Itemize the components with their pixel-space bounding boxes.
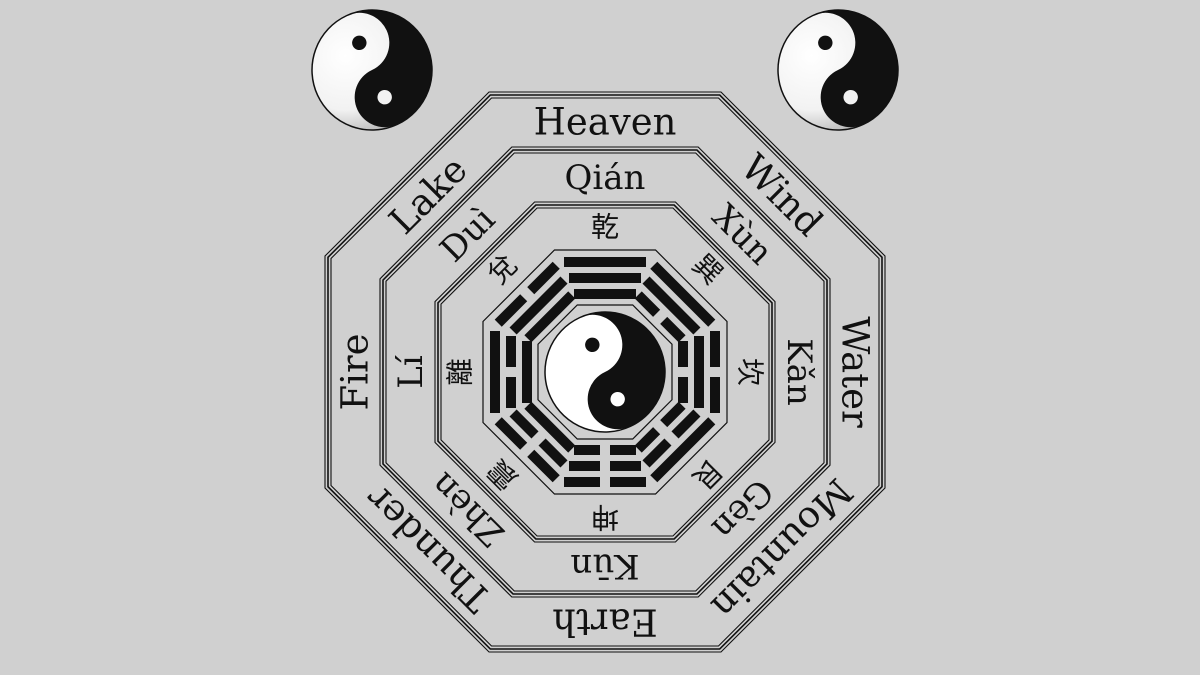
element-label: Heaven: [534, 101, 677, 144]
trigram-line-broken: [610, 477, 646, 487]
octagon-inner-line: [437, 204, 773, 540]
trigram-line-solid: [642, 276, 701, 335]
trigram-qian: [564, 257, 646, 299]
trigram-line-solid: [509, 276, 568, 335]
pinyin-label: Kūn: [570, 546, 639, 586]
trigram-line-broken: [634, 291, 661, 317]
trigram-line-broken: [710, 377, 720, 413]
yang-dot: [843, 89, 858, 105]
trigram-line-broken: [527, 449, 560, 483]
hanzi-label: 坎: [734, 358, 767, 386]
pinyin-label: Qián: [565, 158, 646, 198]
yin-dot: [352, 35, 367, 51]
trigram-line-broken: [494, 417, 528, 450]
octagon-outer-line: [330, 97, 880, 647]
element-label: Mountain: [703, 470, 861, 628]
trigram-dui: [494, 261, 576, 343]
yang-dot: [610, 391, 625, 407]
trigram-kun: [564, 445, 646, 487]
trigram-line-solid: [524, 291, 576, 343]
trigram-line-broken: [509, 409, 539, 439]
octagon-middle-line: [379, 146, 831, 598]
octagon-center-border: [537, 304, 673, 440]
yin-yang-center-icon: [544, 311, 666, 433]
trigram-zhen: [494, 401, 576, 483]
trigram-line-solid: [650, 417, 716, 483]
element-label: Earth: [552, 601, 657, 644]
trigram-kan: [678, 331, 720, 413]
trigram-line-broken: [634, 427, 661, 453]
trigram-line-solid: [564, 257, 646, 267]
octagon-outer-line: [327, 94, 883, 650]
trigram-ring: [490, 257, 720, 487]
trigram-line-solid: [569, 273, 641, 283]
trigram-line-broken: [574, 445, 600, 455]
yin-yang-top-right-icon: [777, 9, 899, 131]
yin-dot: [585, 337, 600, 353]
pinyin-label: Lí: [391, 354, 431, 389]
trigram-line-broken: [642, 438, 672, 468]
trigram-li: [490, 331, 532, 413]
trigram-line-broken: [564, 477, 600, 487]
trigram-line-solid: [524, 401, 576, 453]
trigram-line-broken: [610, 445, 636, 455]
pinyin-label: Kǎn: [779, 338, 819, 406]
trigram-line-broken: [678, 377, 688, 403]
hanzi-label: 乾: [591, 211, 619, 244]
trigram-xun: [634, 261, 716, 343]
trigram-line-solid: [694, 336, 704, 408]
trigram-line-broken: [660, 401, 686, 428]
hanzi-label: 離: [444, 358, 477, 386]
octagon-outer-line: [324, 91, 886, 653]
trigram-line-solid: [650, 261, 716, 327]
trigram-line-solid: [522, 341, 532, 403]
trigram-line-broken: [660, 316, 686, 343]
element-label: Fire: [334, 333, 377, 410]
trigram-line-solid: [574, 289, 636, 299]
octagon-middle-line: [385, 152, 825, 592]
trigram-line-broken: [610, 461, 641, 471]
hanzi-label: 坤: [591, 501, 619, 534]
trigram-line-broken: [527, 261, 560, 295]
yin-dot: [818, 35, 833, 51]
trigram-line-solid: [490, 331, 500, 413]
trigram-line-broken: [671, 409, 701, 439]
trigram-line-broken: [538, 438, 568, 468]
trigram-line-broken: [678, 341, 688, 367]
trigram-line-broken: [494, 294, 528, 327]
octagon-inner-line: [440, 207, 770, 537]
yin-yang-group: [311, 9, 899, 433]
octagon-inner-line: [434, 201, 776, 543]
trigram-line-broken: [710, 331, 720, 367]
trigram-line-broken: [506, 377, 516, 408]
trigram-gen: [634, 401, 716, 483]
octagon-middle-line: [382, 149, 828, 595]
trigram-line-broken: [506, 336, 516, 367]
yang-dot: [377, 89, 392, 105]
yin-yang-top-left-icon: [311, 9, 433, 131]
element-label: Water: [834, 316, 877, 428]
octagon-trigram-border: [482, 249, 728, 495]
octagon-rings: [324, 91, 886, 653]
trigram-line-broken: [569, 461, 600, 471]
